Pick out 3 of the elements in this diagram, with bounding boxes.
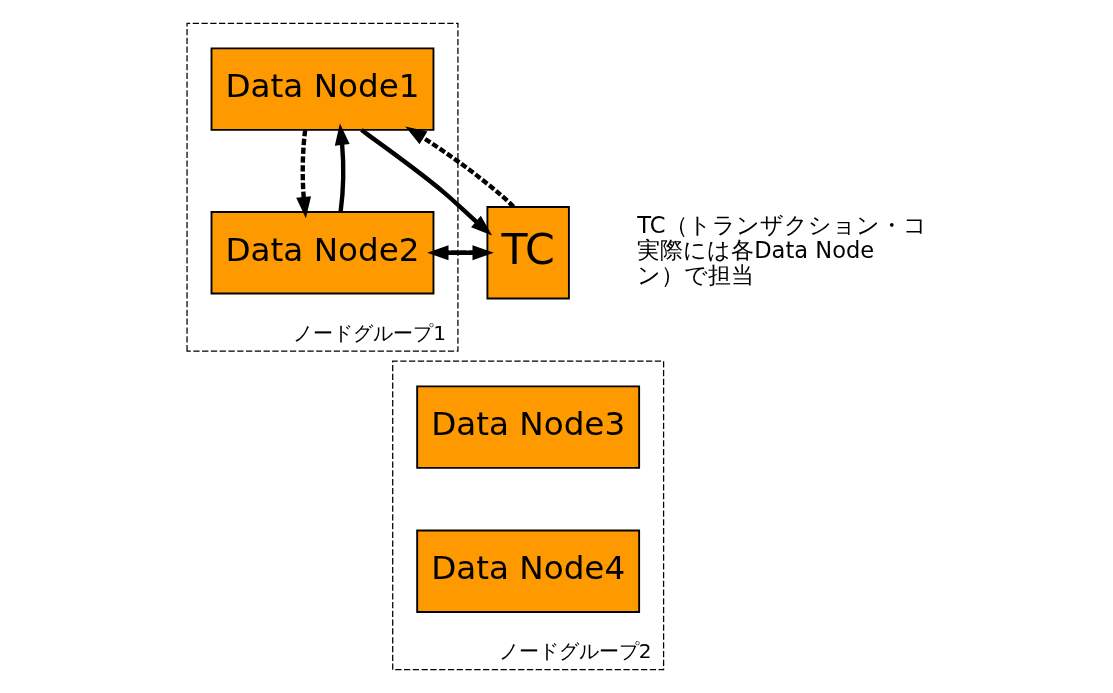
label: 実際には各Data Node — [636, 237, 874, 264]
label: TC（トランザクション・コ — [636, 212, 927, 239]
label: ン）で担当 — [636, 262, 754, 289]
